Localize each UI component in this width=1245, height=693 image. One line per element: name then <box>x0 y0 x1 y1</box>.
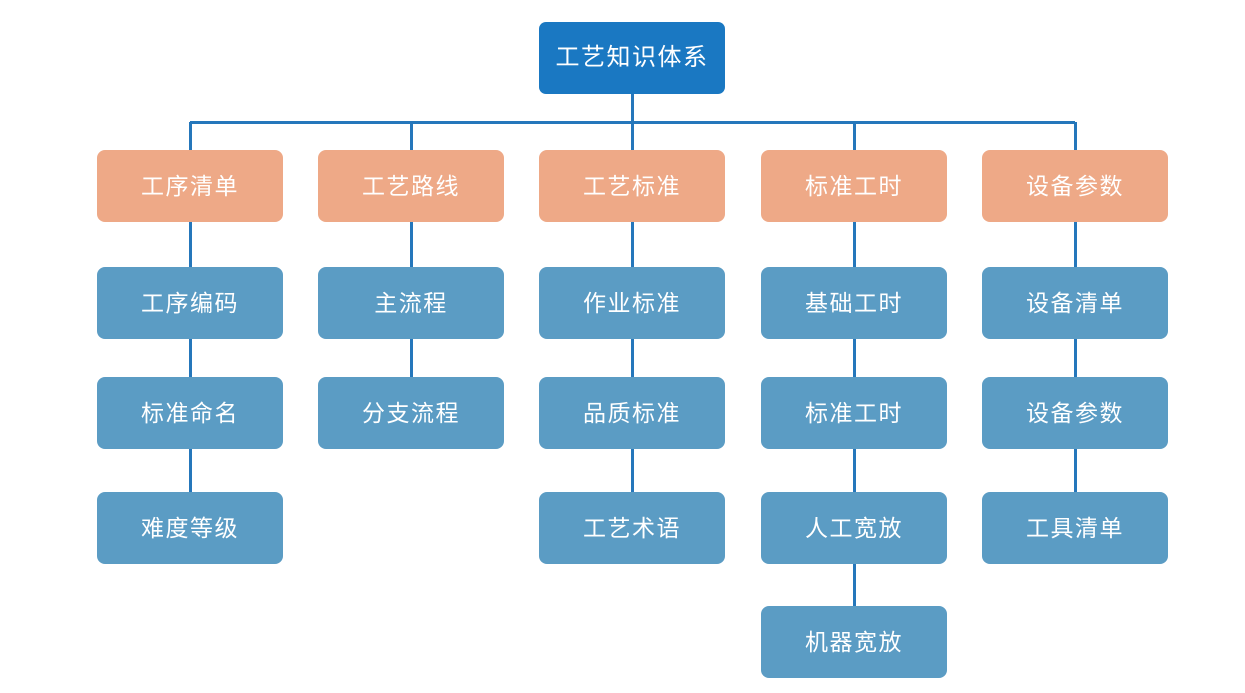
column-4-link-3 <box>852 449 856 492</box>
root-node[interactable]: 工艺知识体系 <box>539 22 725 94</box>
column-1-header-node[interactable]: 工序清单 <box>97 150 283 222</box>
column-3-child-node-2[interactable]: 品质标准 <box>539 377 725 449</box>
column-drop-connector-3 <box>630 122 634 150</box>
column-5-child-node-3[interactable]: 工具清单 <box>982 492 1168 564</box>
column-4-child-node-4[interactable]: 机器宽放 <box>761 606 947 678</box>
column-5-link-1 <box>1073 222 1077 267</box>
column-1-link-2 <box>188 339 192 377</box>
column-4-child-node-2[interactable]: 标准工时 <box>761 377 947 449</box>
column-5-header-node[interactable]: 设备参数 <box>982 150 1168 222</box>
column-5-child-node-1[interactable]: 设备清单 <box>982 267 1168 339</box>
column-1-link-3 <box>188 449 192 492</box>
root-stem-connector <box>630 94 634 122</box>
column-3-link-1 <box>630 222 634 267</box>
column-3-link-2 <box>630 339 634 377</box>
column-4-link-2 <box>852 339 856 377</box>
column-2-link-1 <box>409 222 413 267</box>
column-2-child-node-1[interactable]: 主流程 <box>318 267 504 339</box>
column-3-header-node[interactable]: 工艺标准 <box>539 150 725 222</box>
column-2-header-node[interactable]: 工艺路线 <box>318 150 504 222</box>
column-1-child-node-1[interactable]: 工序编码 <box>97 267 283 339</box>
column-4-link-1 <box>852 222 856 267</box>
column-2-link-2 <box>409 339 413 377</box>
column-5-link-2 <box>1073 339 1077 377</box>
column-4-child-node-3[interactable]: 人工宽放 <box>761 492 947 564</box>
column-3-child-node-1[interactable]: 作业标准 <box>539 267 725 339</box>
column-1-child-node-3[interactable]: 难度等级 <box>97 492 283 564</box>
column-5-link-3 <box>1073 449 1077 492</box>
column-1-link-1 <box>188 222 192 267</box>
column-5-child-node-2[interactable]: 设备参数 <box>982 377 1168 449</box>
column-1-child-node-2[interactable]: 标准命名 <box>97 377 283 449</box>
column-drop-connector-2 <box>409 122 413 150</box>
column-4-header-node[interactable]: 标准工时 <box>761 150 947 222</box>
column-2-child-node-2[interactable]: 分支流程 <box>318 377 504 449</box>
column-4-child-node-1[interactable]: 基础工时 <box>761 267 947 339</box>
column-drop-connector-1 <box>188 122 192 150</box>
column-3-child-node-3[interactable]: 工艺术语 <box>539 492 725 564</box>
column-3-link-3 <box>630 449 634 492</box>
column-drop-connector-4 <box>852 122 856 150</box>
column-drop-connector-5 <box>1073 122 1077 150</box>
column-4-link-4 <box>852 564 856 606</box>
